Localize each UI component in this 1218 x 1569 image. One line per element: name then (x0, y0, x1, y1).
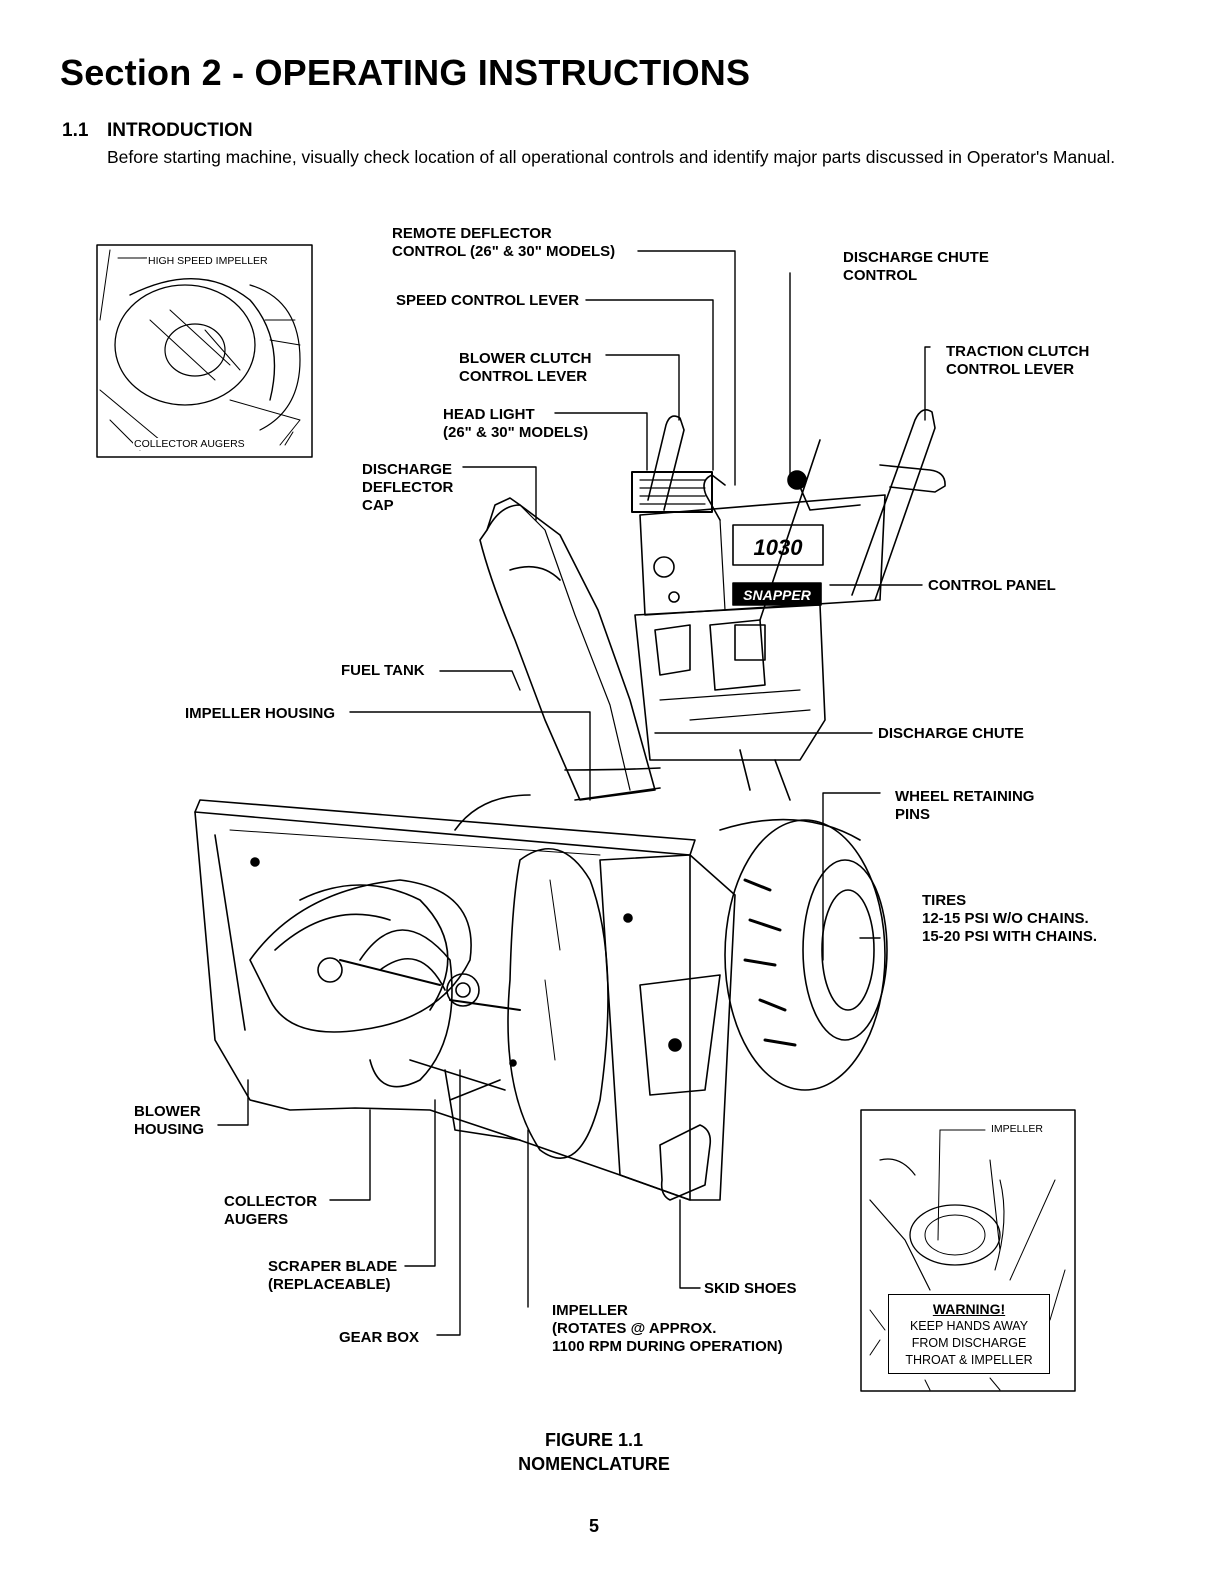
label-fuel-tank: FUEL TANK (341, 662, 425, 679)
label-line: DISCHARGE (362, 461, 453, 478)
section-title: Section 2 - OPERATING INSTRUCTIONS (60, 52, 751, 93)
label-impeller: IMPELLER (ROTATES @ APPROX. 1100 RPM DUR… (552, 1302, 783, 1356)
warning-line: THROAT & IMPELLER (905, 1353, 1033, 1367)
figure-title: NOMENCLATURE (518, 1454, 670, 1474)
label-line: SCRAPER BLADE (268, 1258, 398, 1275)
label-line: DEFLECTOR (362, 479, 454, 496)
label-impeller-housing: IMPELLER HOUSING (185, 705, 336, 722)
label-speed-control-lever: SPEED CONTROL LEVER (396, 292, 580, 309)
label-blower-housing: BLOWER HOUSING (134, 1103, 204, 1139)
label-line: 12-15 PSI W/O CHAINS. (922, 910, 1089, 927)
label-traction-clutch: TRACTION CLUTCH CONTROL LEVER (946, 343, 1089, 379)
intro-paragraph: Before starting machine, visually check … (107, 147, 1116, 167)
inset-label-impeller: IMPELLER (990, 1123, 1044, 1135)
label-line: AUGERS (224, 1211, 289, 1228)
label-collector-augers: COLLECTOR AUGERS (224, 1193, 317, 1229)
label-gear-box: GEAR BOX (339, 1329, 420, 1346)
label-line: IMPELLER (552, 1302, 628, 1319)
label-line: DISCHARGE CHUTE (843, 249, 989, 266)
label-line: TIRES (922, 892, 967, 909)
label-line: CONTROL (843, 267, 918, 284)
inset-label-high-speed-impeller: HIGH SPEED IMPELLER (147, 255, 269, 267)
label-head-light: HEAD LIGHT (26" & 30" MODELS) (443, 406, 588, 442)
label-line: COLLECTOR (224, 1193, 318, 1210)
label-line: HOUSING (134, 1121, 205, 1138)
inset-impeller-warning (860, 1109, 1076, 1392)
label-line: TRACTION CLUTCH (946, 343, 1090, 360)
label-tires: TIRES 12-15 PSI W/O CHAINS. 15-20 PSI WI… (922, 892, 1097, 946)
warning-line: KEEP HANDS AWAY (909, 1319, 1029, 1333)
label-line: (ROTATES @ APPROX. (552, 1320, 717, 1337)
figure-number: FIGURE 1.1 (544, 1430, 644, 1450)
label-line: 15-20 PSI WITH CHAINS. (922, 928, 1098, 945)
snowblower-drawing: 1030 SNAPPER (194, 409, 946, 1201)
inset-label-collector-augers: COLLECTOR AUGERS (133, 438, 246, 450)
figure-caption: FIGURE 1.1 NOMENCLATURE (0, 1428, 1188, 1476)
label-skid-shoes: SKID SHOES (704, 1280, 797, 1297)
label-scraper-blade: SCRAPER BLADE (REPLACEABLE) (268, 1258, 397, 1294)
label-discharge-deflector-cap: DISCHARGE DEFLECTOR CAP (362, 461, 453, 515)
label-line: CONTROL LEVER (946, 361, 1075, 378)
label-line: HEAD LIGHT (443, 406, 535, 423)
warning-box: WARNING! KEEP HANDS AWAY FROM DISCHARGE … (888, 1294, 1050, 1374)
label-line: CONTROL (26" & 30" MODELS) (392, 243, 616, 260)
label-remote-deflector: REMOTE DEFLECTOR CONTROL (26" & 30" MODE… (392, 225, 615, 261)
warning-title: WARNING! (932, 1301, 1006, 1317)
label-discharge-chute: DISCHARGE CHUTE (878, 725, 1024, 742)
label-line: CAP (362, 497, 394, 514)
label-line: PINS (895, 806, 931, 823)
model-number: 1030 (754, 535, 804, 560)
label-line: (26" & 30" MODELS) (443, 424, 589, 441)
brand-logo: SNAPPER (743, 587, 812, 603)
label-line: CONTROL LEVER (459, 368, 588, 385)
label-blower-clutch: BLOWER CLUTCH CONTROL LEVER (459, 350, 591, 386)
label-control-panel: CONTROL PANEL (928, 577, 1056, 594)
label-line: (REPLACEABLE) (268, 1276, 391, 1293)
label-line: REMOTE DEFLECTOR (392, 225, 552, 242)
label-line: BLOWER CLUTCH (459, 350, 592, 367)
label-line: 1100 RPM DURING OPERATION) (552, 1338, 783, 1355)
label-discharge-chute-control: DISCHARGE CHUTE CONTROL (843, 249, 989, 285)
page-number: 5 (588, 1516, 599, 1536)
inset-high-speed-impeller (96, 244, 313, 458)
leader-lines (117, 250, 931, 1336)
subsection-title: INTRODUCTION (107, 120, 253, 141)
label-line: BLOWER (134, 1103, 201, 1120)
subsection-number: 1.1 (62, 120, 89, 141)
warning-line: FROM DISCHARGE (911, 1336, 1027, 1350)
label-line: WHEEL RETAINING (895, 788, 1035, 805)
label-wheel-retaining-pins: WHEEL RETAINING PINS (895, 788, 1034, 824)
